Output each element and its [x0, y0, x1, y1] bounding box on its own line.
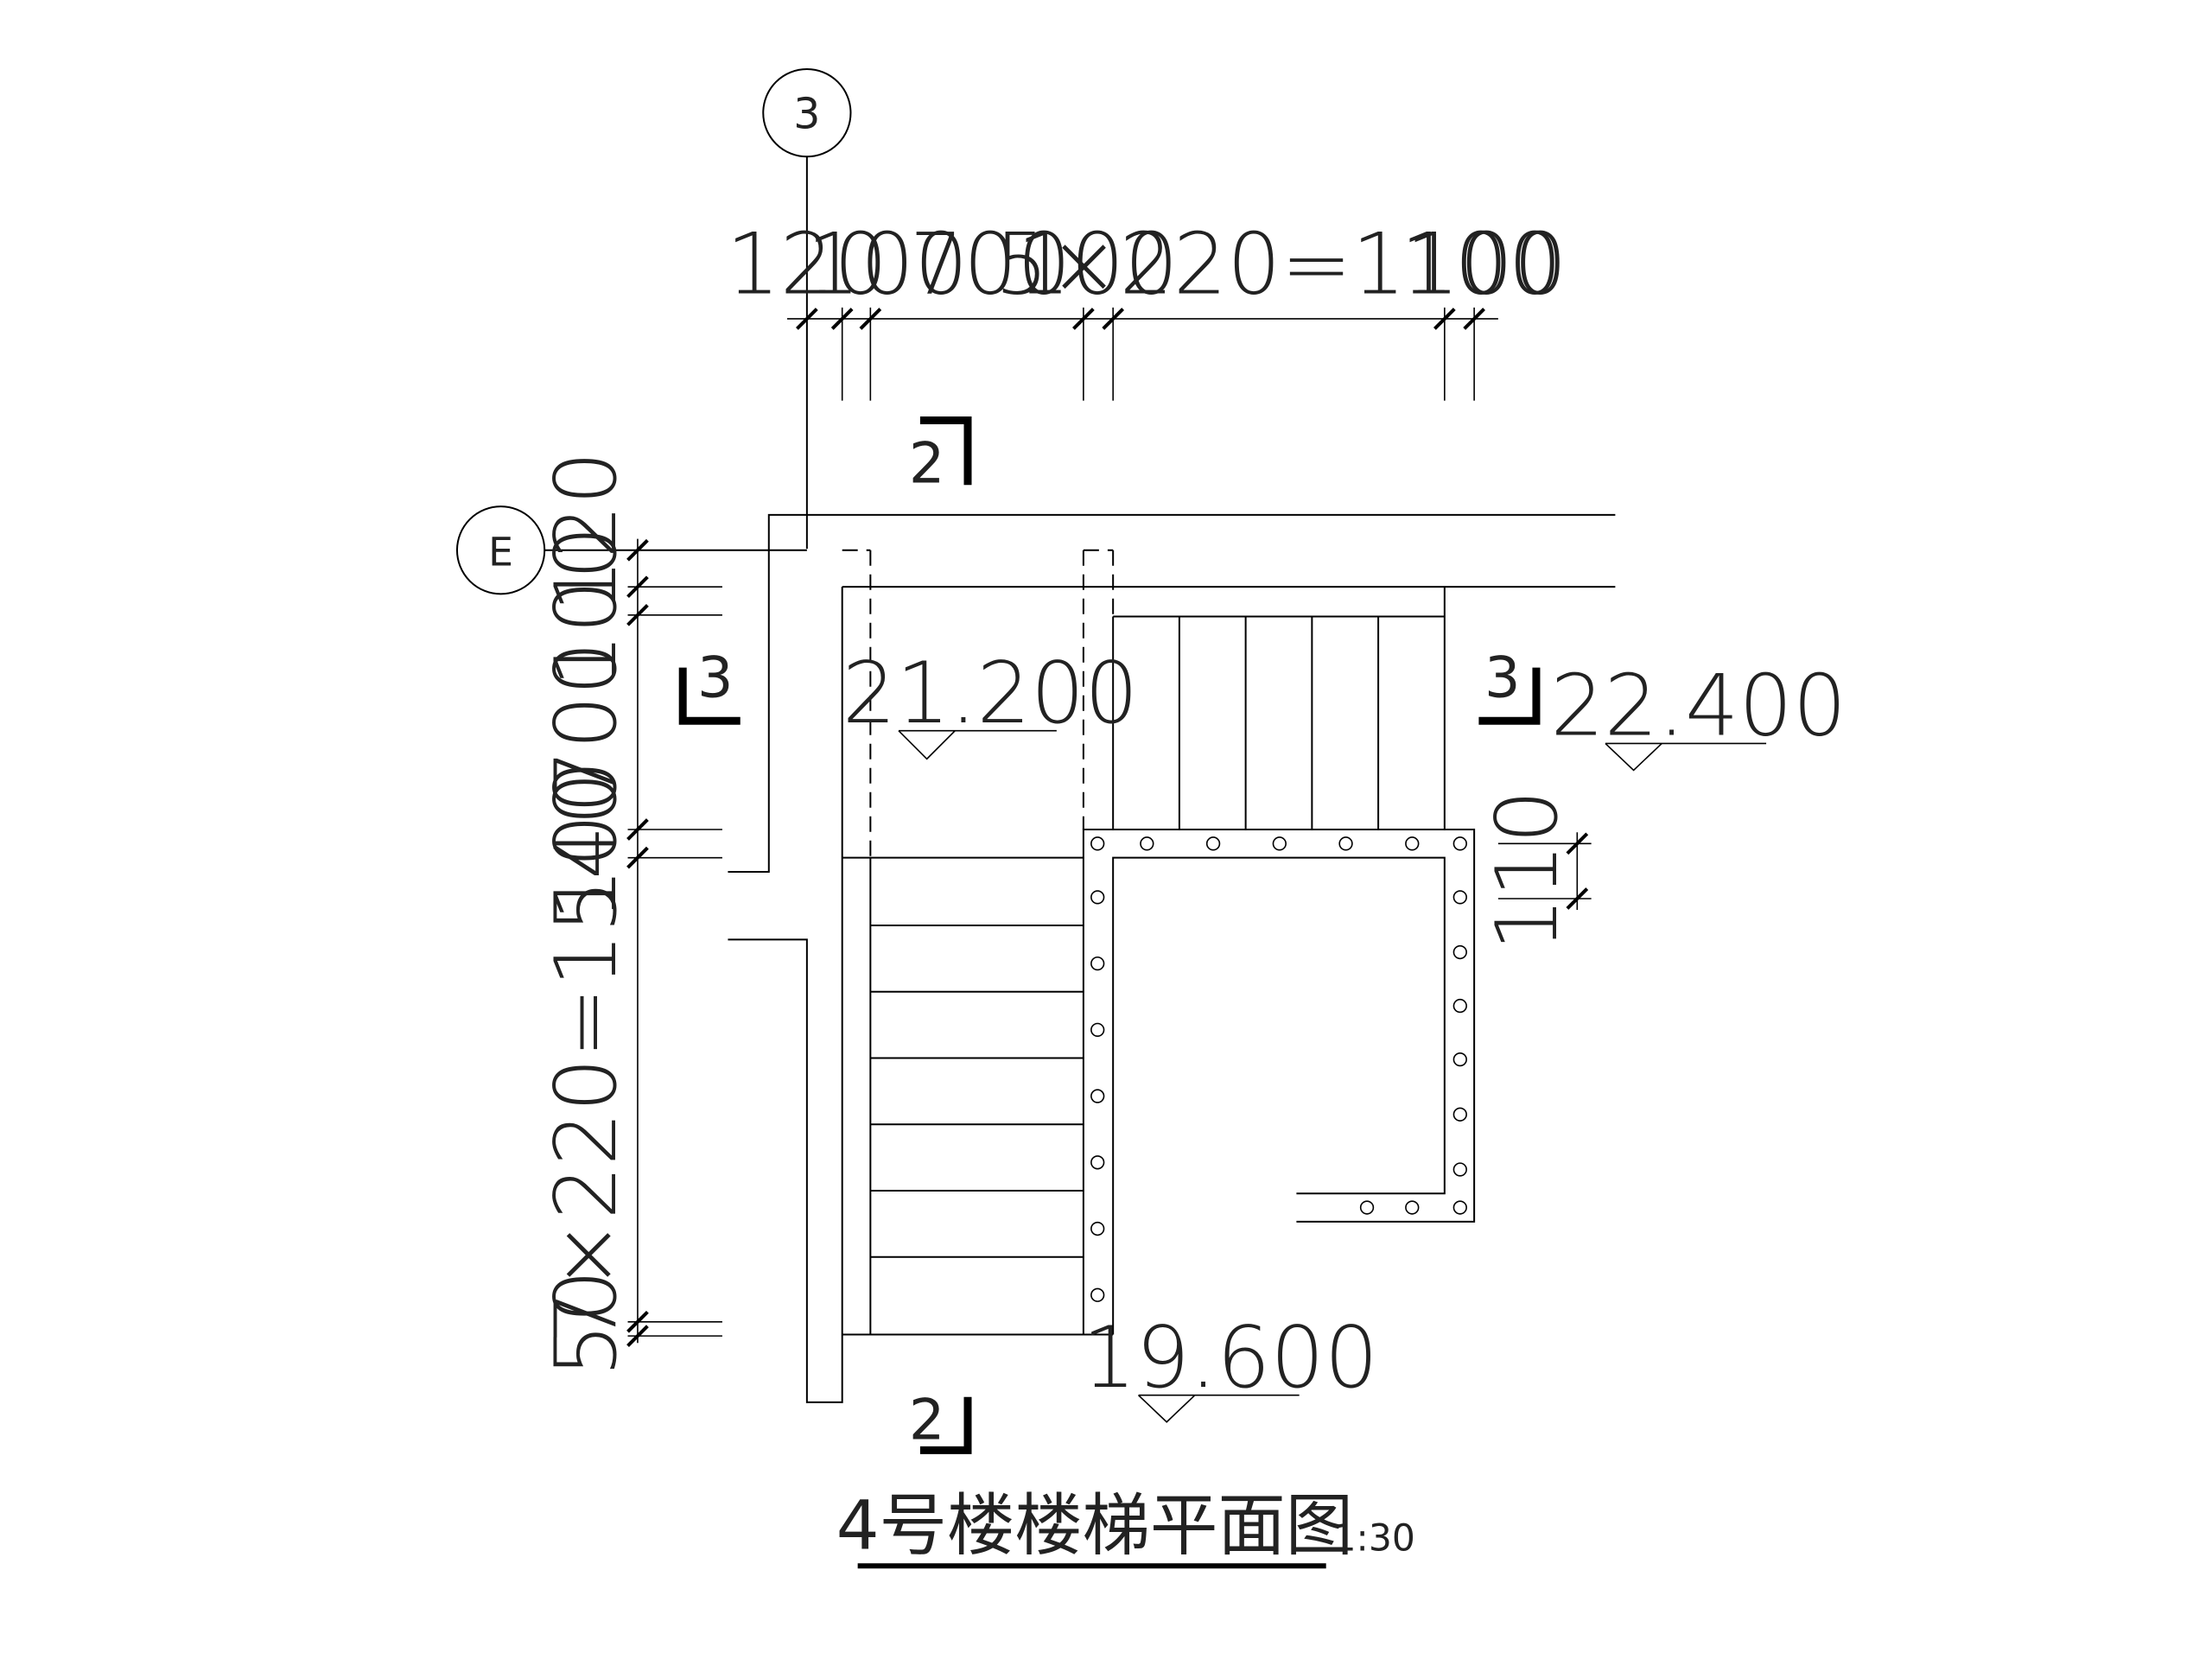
- drawing-scale: 1:30: [1333, 1517, 1415, 1560]
- railing-detail-dimension: 110: [1478, 790, 1592, 951]
- dim-top-5x220: 5×220=1100: [995, 216, 1567, 315]
- dim-left-100b: 100: [537, 760, 636, 922]
- dim-railing-110: 110: [1478, 790, 1577, 951]
- section-mark-3-right: 3: [1483, 645, 1536, 721]
- left-dimension-chain: 120 100 700 100 7×220=1540 50: [537, 451, 722, 1377]
- section-mark-2-top: 2: [909, 421, 968, 496]
- elevation-marker-lower: 19.600: [1082, 1309, 1378, 1422]
- elevation-lower-text: 19.600: [1082, 1309, 1378, 1408]
- elevation-upper-text: 22.400: [1550, 658, 1847, 756]
- section-3-right-label: 3: [1484, 645, 1521, 711]
- lower-stair-flight: [842, 858, 1113, 1335]
- dim-left-700: 700: [537, 641, 636, 803]
- section-mark-3-left: 3: [683, 645, 736, 721]
- railing: [1084, 830, 1474, 1334]
- section-mark-2-bottom: 2: [909, 1387, 968, 1452]
- dim-top-120: 120: [726, 216, 887, 315]
- dim-top-700: 700: [910, 216, 1071, 315]
- axis-label-3: 3: [793, 90, 820, 139]
- dim-left-7x220: 7×220=1540: [537, 772, 636, 1344]
- dim-left-100a: 100: [537, 526, 636, 688]
- walls: [728, 515, 1615, 1402]
- section-2-bottom-label: 2: [909, 1387, 945, 1452]
- axis-label-e: E: [488, 530, 513, 575]
- elevation-marker-upper: 22.400: [1550, 658, 1847, 771]
- dim-top-100a: 100: [806, 216, 968, 315]
- dim-top-100c: 100: [1401, 216, 1562, 315]
- dim-top-100b: 100: [1017, 216, 1179, 315]
- elevation-landing-text: 21.200: [842, 645, 1139, 743]
- upper-stair-flight: [1113, 587, 1445, 830]
- section-2-top-label: 2: [909, 430, 945, 496]
- top-dimension-chain: 120 100 700 100 5×220=1100 100: [726, 216, 1567, 401]
- elevation-marker-landing: 21.200: [842, 645, 1139, 759]
- landing-dashed-edges: [842, 550, 1113, 858]
- drawing-title: 4号楼楼梯平面图: [836, 1487, 1353, 1566]
- axis-bubble-e: E: [457, 506, 544, 594]
- axis-bubble-3: 3: [763, 69, 850, 156]
- dim-left-120: 120: [537, 451, 636, 613]
- section-3-left-label: 3: [697, 645, 734, 711]
- drawing-title-block: 4号楼楼梯平面图 1:30: [836, 1487, 1415, 1567]
- dim-left-50: 50: [537, 1269, 636, 1377]
